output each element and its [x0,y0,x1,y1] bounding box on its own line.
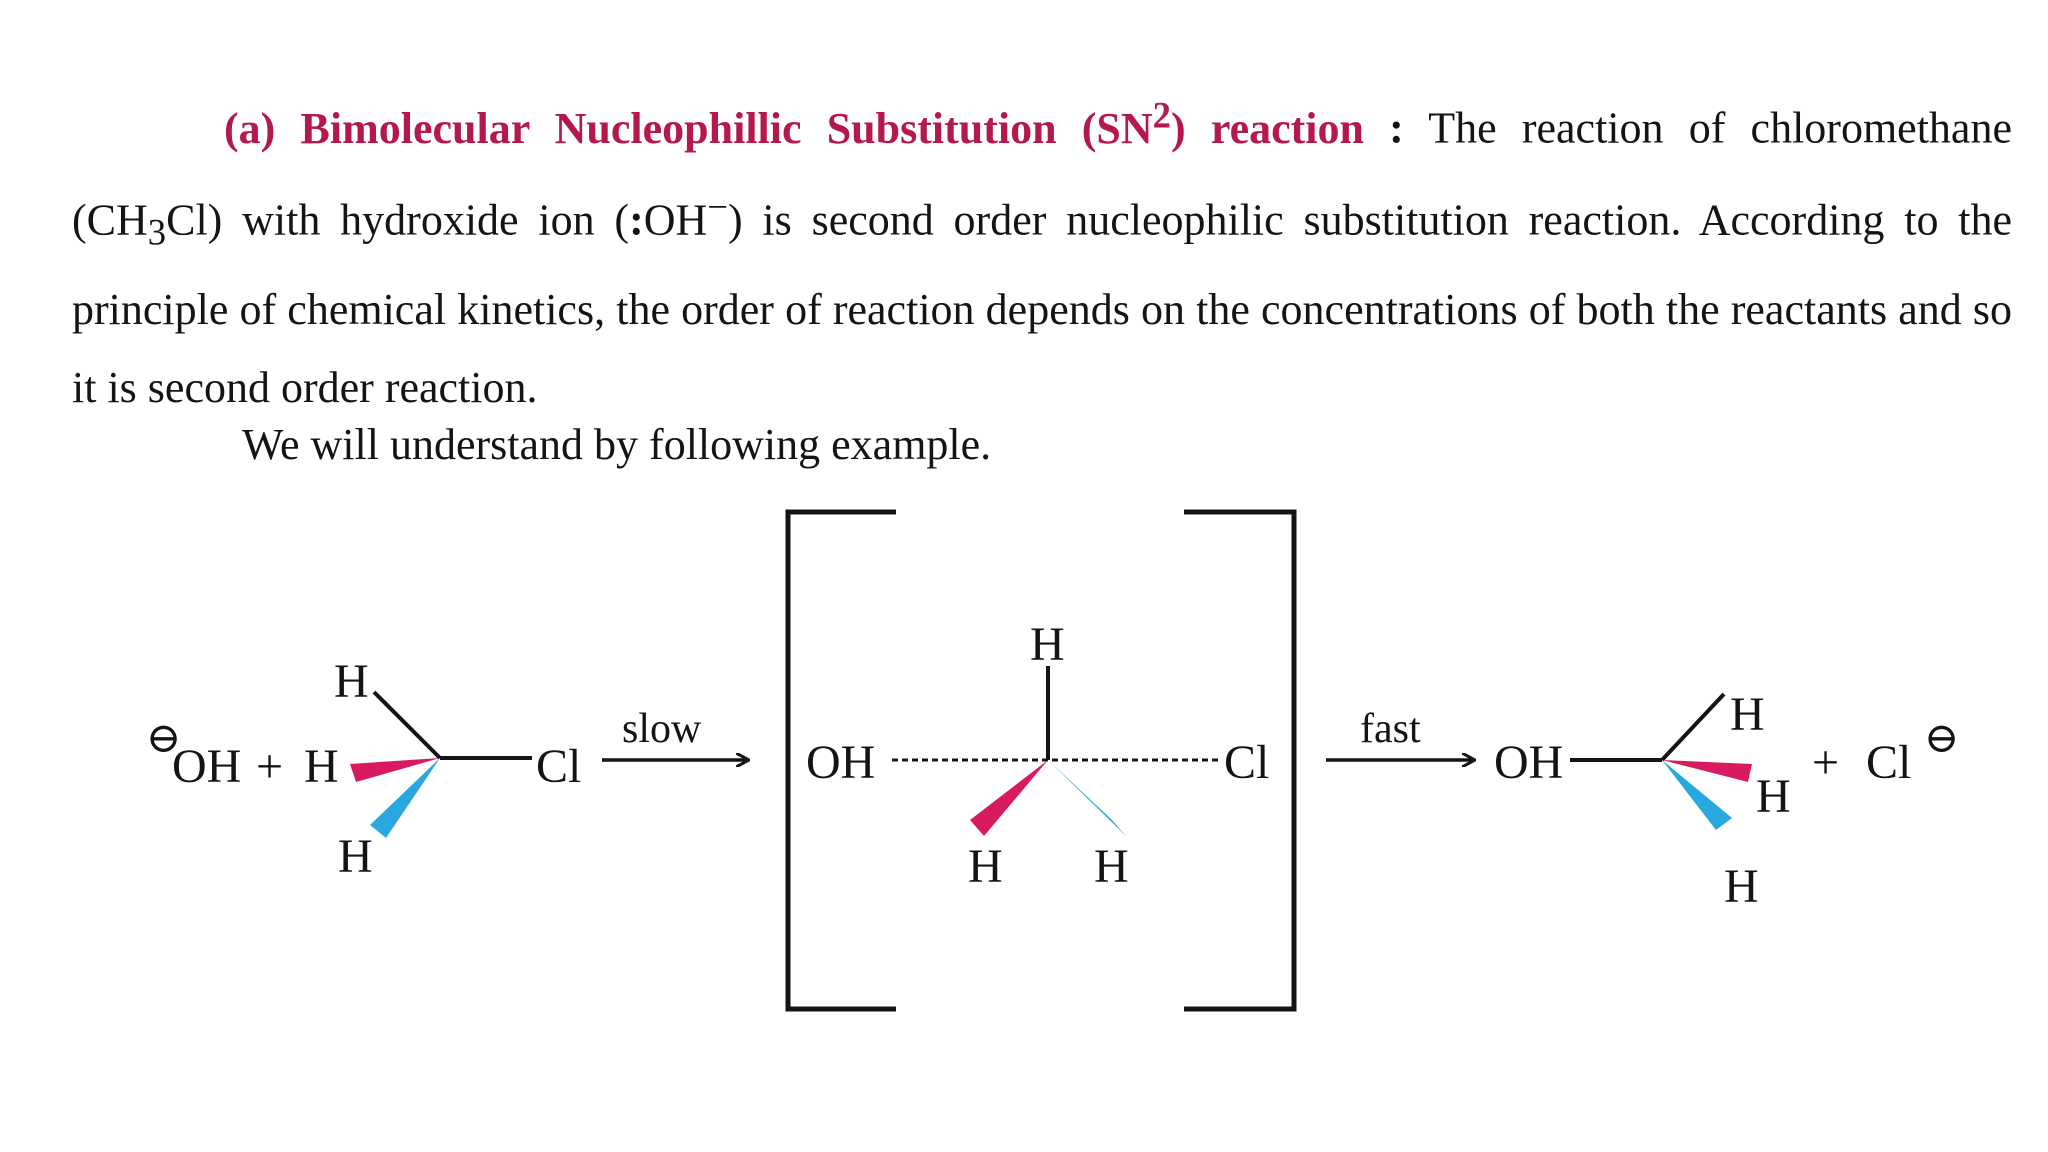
products: OH H H H + Cl ⊖ [1494,688,1959,913]
hydroxide-label: OH [172,740,241,793]
ts-h-right-label: H [1094,840,1129,893]
chloride-charge: ⊖ [1924,716,1959,762]
heading-separator: : [1389,103,1404,153]
section-heading: (a) Bimolecular Nucleophillic Substituti… [224,94,1364,153]
reactants: ⊖ OH + H H H Cl [146,655,581,883]
slow-arrow: slow [602,706,748,760]
ts-h-left-label: H [968,840,1003,893]
p-h-mid-label: H [1756,770,1791,823]
c-h-bond [1660,692,1726,762]
plus-sign: + [256,740,283,793]
right-bracket [1184,509,1297,1012]
p-magenta-wedge [1662,760,1752,782]
transition-state: OH Cl H H H [785,509,1297,1012]
p-h-bottom-label: H [1724,860,1759,913]
c-h-bond-top [372,690,442,760]
ts-cl-label: Cl [1224,736,1269,789]
ts-magenta-wedge [970,760,1048,836]
slow-label: slow [622,706,702,752]
fast-arrow: fast [1326,706,1474,760]
hydroxide-charge: ⊖ [146,716,181,762]
h-bottom-label: H [338,830,373,883]
h-top-label: H [334,655,369,708]
ts-cyan-wedge [1048,760,1126,836]
chloride-label: Cl [1866,736,1911,789]
sn2-paragraph: (a) Bimolecular Nucleophillic Substituti… [72,94,2013,413]
example-line: We will understand by following example. [242,420,992,469]
cl-label: Cl [536,740,581,793]
p-h-top-label: H [1730,688,1765,741]
h-left-label: H [304,740,339,793]
plus-sign: + [1812,736,1839,789]
magenta-wedge [350,758,440,782]
fast-label: fast [1360,706,1421,752]
p-cyan-wedge [1662,760,1732,830]
methanol-oh-label: OH [1494,736,1563,789]
ts-h-top-label: H [1030,618,1065,671]
cyan-wedge [370,758,440,838]
left-bracket [785,509,896,1012]
ts-oh-label: OH [806,736,875,789]
